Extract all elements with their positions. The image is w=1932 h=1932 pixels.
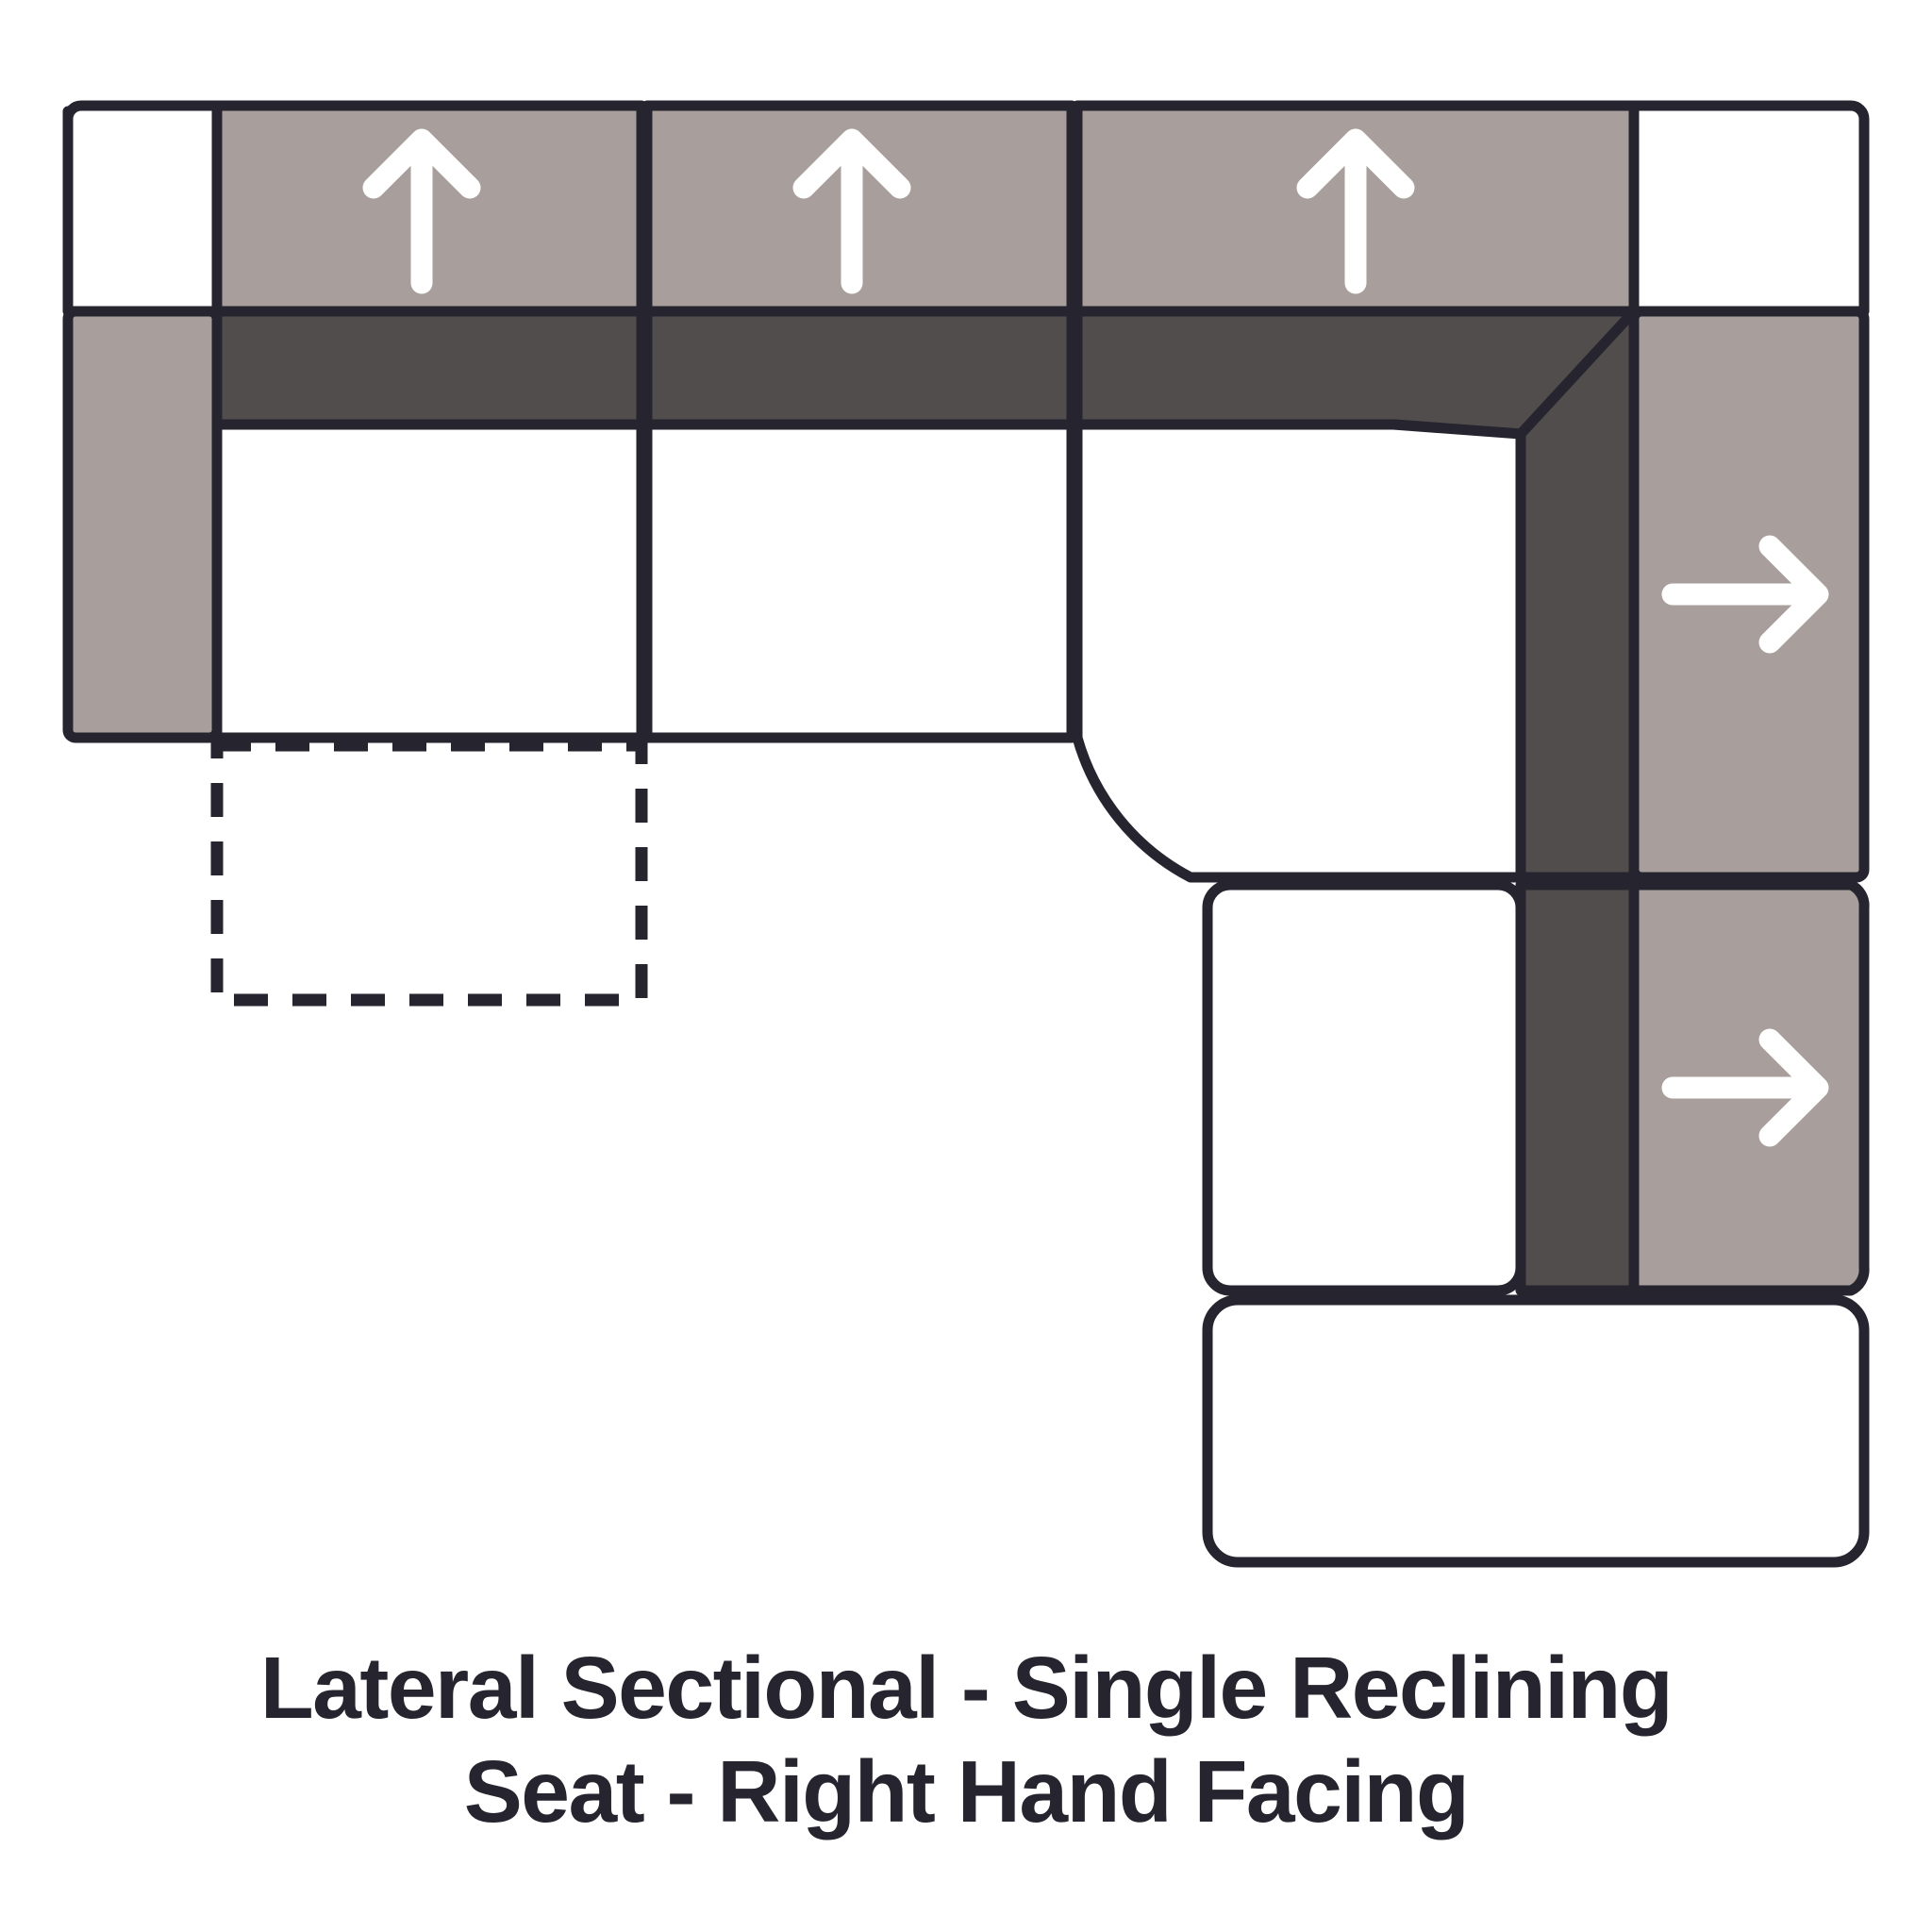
top-seat-2-cushion [641,419,1077,743]
up-arrow-icon [1296,128,1415,294]
right-seat-2-backrest-band [1515,879,1640,1296]
corner-seat-cushion [1072,419,1526,883]
module-corner-seat[interactable] [1072,100,1640,883]
module-dashed-recliner-extension[interactable] [210,739,648,1007]
top-seat-2-backrest-band [641,306,1077,430]
dashed-extension-outline [210,739,648,1007]
page-title-line-1: Lateral Sectional - Single Reclining [259,1639,1674,1737]
up-arrow-icon [362,128,481,294]
footrest-extension-pad [1202,1294,1870,1568]
page-title-line-2: Seat - Right Hand Facing [463,1741,1470,1840]
module-left-arm-panel[interactable] [62,100,223,743]
sectional-diagram [62,100,1870,1568]
top-seat-1-backrest-band [211,306,647,430]
right-seat-2-cushion [1202,879,1526,1296]
top-seat-1-cushion [211,419,647,743]
left-arm-side-panel [62,306,223,743]
module-right-arm-panel-upper[interactable] [1628,100,1870,883]
right-arrow-icon [1661,1028,1829,1147]
module-top-seat-1[interactable] [211,100,647,743]
right-arm-top-pad [1628,100,1870,317]
up-arrow-icon [792,128,911,294]
module-footrest-extension[interactable] [1202,1294,1870,1568]
sectional-diagram-svg [62,100,1870,1568]
corner-bevel-line [1515,306,1640,440]
left-arm-top-pad [62,100,223,317]
right-arrow-icon [1661,535,1829,654]
module-right-seat-2[interactable] [1202,879,1870,1296]
module-top-seat-2[interactable] [641,100,1077,743]
page-title: Lateral Sectional - Single Reclining Sea… [0,1637,1932,1843]
